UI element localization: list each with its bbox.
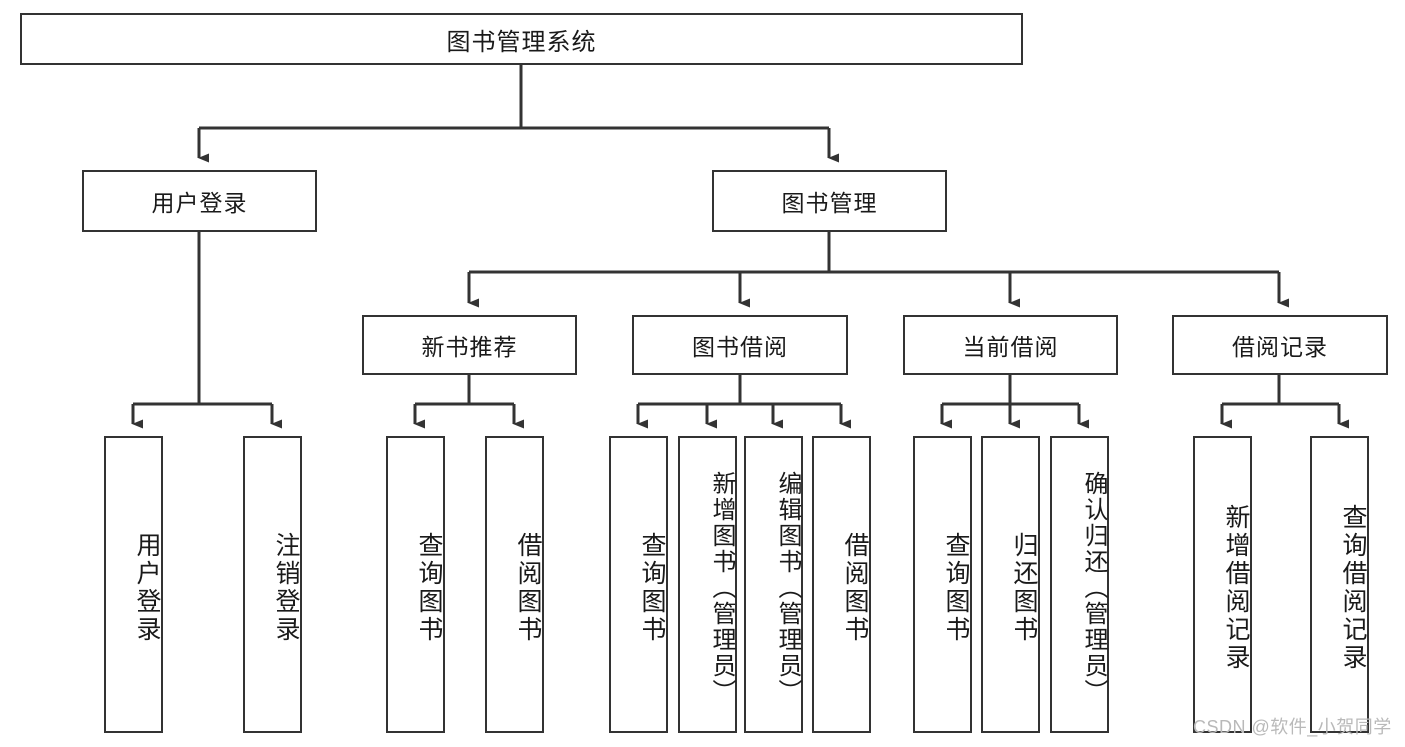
node-book-management[interactable]: 图书管理	[712, 170, 947, 232]
leaf-confirm-return-admin[interactable]: 确认归还（管理员）	[1050, 436, 1109, 733]
leaf-logout[interactable]: 注销登录	[243, 436, 302, 733]
leaf-return-books[interactable]: 归还图书	[981, 436, 1040, 733]
leaf-query-books-recommend[interactable]: 查询图书	[386, 436, 445, 733]
leaf-borrow-books-recommend[interactable]: 借阅图书	[485, 436, 544, 733]
leaf-query-books-borrow[interactable]: 查询图书	[609, 436, 668, 733]
leaf-add-borrow-record[interactable]: 新增借阅记录	[1193, 436, 1252, 733]
node-user-login[interactable]: 用户登录	[82, 170, 317, 232]
node-borrow-records[interactable]: 借阅记录	[1172, 315, 1388, 375]
node-book-borrowing[interactable]: 图书借阅	[632, 315, 848, 375]
leaf-borrow-books[interactable]: 借阅图书	[812, 436, 871, 733]
leaf-edit-book-admin[interactable]: 编辑图书（管理员）	[744, 436, 803, 733]
leaf-query-books-current[interactable]: 查询图书	[913, 436, 972, 733]
node-new-book-recommendation[interactable]: 新书推荐	[362, 315, 577, 375]
leaf-query-borrow-record[interactable]: 查询借阅记录	[1310, 436, 1369, 733]
leaf-user-login[interactable]: 用户登录	[104, 436, 163, 733]
node-root-book-management-system[interactable]: 图书管理系统	[20, 13, 1023, 65]
leaf-add-book-admin[interactable]: 新增图书（管理员）	[678, 436, 737, 733]
csdn-watermark: CSDN @软件_小贺同学	[1193, 717, 1392, 737]
node-current-borrowing[interactable]: 当前借阅	[903, 315, 1118, 375]
